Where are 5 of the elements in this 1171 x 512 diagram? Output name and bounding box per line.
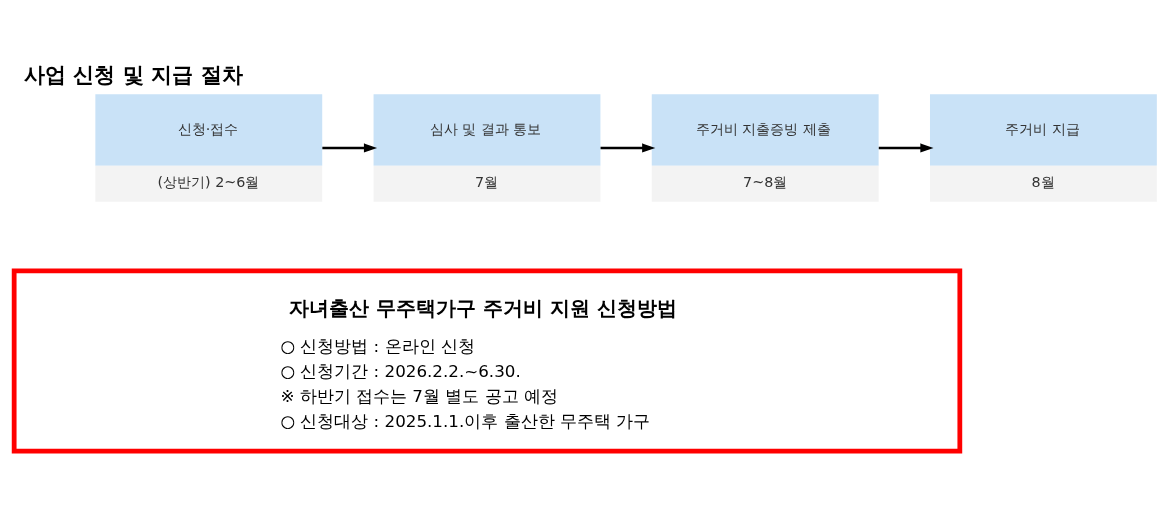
node-box: 자녀출산 무주택가구 주거비 지원 신청방법 ○ 신청방법 : 온라인 신청 ○ 신청기간 : 2026.2.2.~6.30. ※ 하반기 접수는 7월 별도 공고 예정 ○ 신청대상 : 2025.1.1.이후 출산한 무주택 가구 [11, 268, 963, 454]
arrow [600, 143, 656, 153]
arrow [322, 143, 378, 153]
diagram-title: 사업 신청 및 지급 절차 [23, 61, 243, 87]
arrow [878, 143, 934, 153]
